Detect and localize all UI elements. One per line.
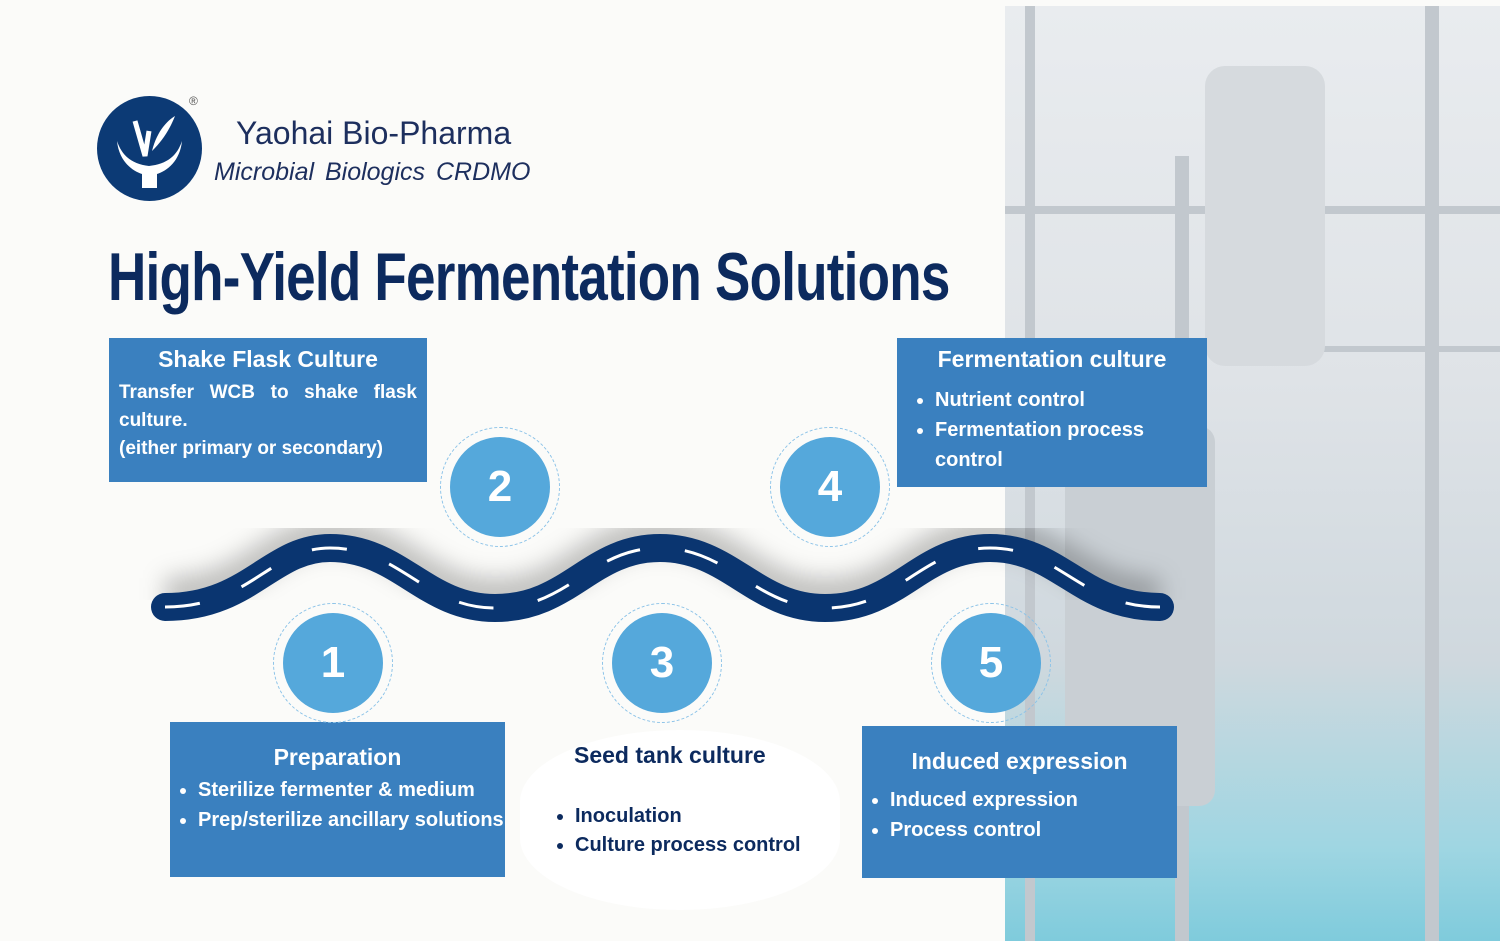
list-item: Inoculation bbox=[575, 802, 801, 831]
company-logo bbox=[97, 96, 202, 201]
step-title: Induced expression bbox=[911, 748, 1128, 774]
step-2-badge: 2 bbox=[440, 427, 560, 547]
brand-name: Yaohai Bio-Pharma bbox=[236, 115, 512, 151]
step-title: Fermentation culture bbox=[937, 346, 1167, 372]
step-5-box: Induced expression Induced expression Pr… bbox=[862, 726, 1177, 878]
brand-tagline: Microbial Biologics CRDMO bbox=[214, 158, 531, 186]
list-item: Induced expression bbox=[890, 785, 1177, 815]
step-5-badge: 5 bbox=[931, 603, 1051, 723]
step-text: Transfer WCB to shake flask culture. bbox=[119, 382, 417, 431]
step-2-box: Shake Flask Culture Transfer WCB to shak… bbox=[109, 338, 427, 482]
registered-mark: ® bbox=[189, 94, 198, 108]
step-note: (either primary or secondary) bbox=[119, 438, 383, 459]
step-3-panel: Seed tank culture Inoculation Culture pr… bbox=[520, 730, 840, 910]
page-title: High-Yield Fermentation Solutions bbox=[108, 239, 950, 315]
list-item: Process control bbox=[890, 815, 1177, 845]
list-item: Fermentation process control bbox=[935, 415, 1197, 475]
list-item: Culture process control bbox=[575, 831, 801, 860]
step-3-badge: 3 bbox=[602, 603, 722, 723]
list-item: Sterilize fermenter & medium bbox=[198, 775, 505, 805]
list-item: Prep/sterilize ancillary solutions bbox=[198, 805, 505, 835]
step-title: Seed tank culture bbox=[574, 742, 766, 768]
step-title: Preparation bbox=[273, 744, 402, 770]
step-1-badge: 1 bbox=[273, 603, 393, 723]
list-item: Nutrient control bbox=[935, 385, 1197, 415]
hands-leaf-icon bbox=[117, 116, 182, 188]
step-4-box: Fermentation culture Nutrient control Fe… bbox=[897, 338, 1207, 487]
step-4-badge: 4 bbox=[770, 427, 890, 547]
step-title: Shake Flask Culture bbox=[158, 346, 378, 372]
step-1-box: Preparation Sterilize fermenter & medium… bbox=[170, 722, 505, 877]
